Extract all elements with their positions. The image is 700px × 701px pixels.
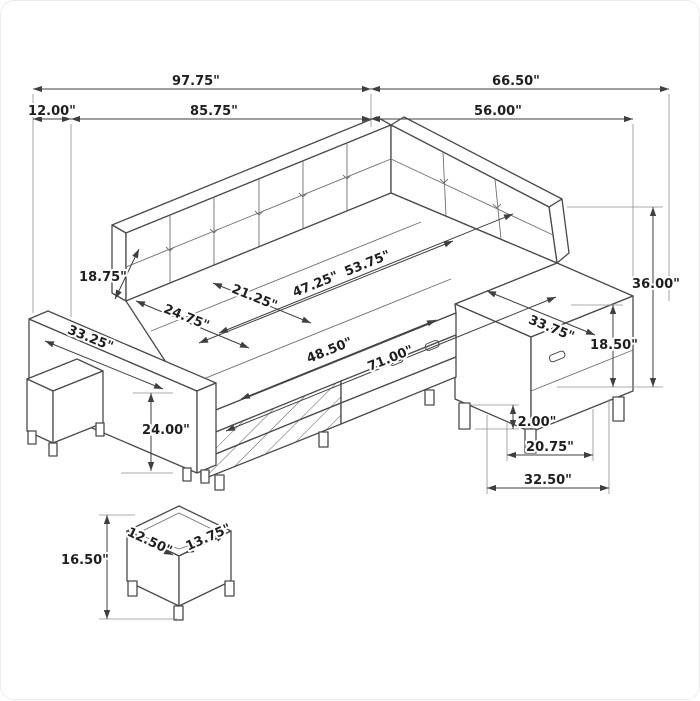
leg bbox=[127, 580, 138, 597]
dim-line-arm-panel-length bbox=[44, 340, 164, 390]
leg bbox=[318, 431, 329, 448]
dim-label-leg-height: 2.00" bbox=[518, 415, 557, 430]
dim-label-arm-height: 24.00" bbox=[142, 423, 190, 438]
dim-label-overall-depth: 66.50" bbox=[492, 74, 540, 89]
ottoman-bottom bbox=[126, 505, 235, 621]
leg bbox=[182, 467, 192, 482]
dim-label-drawer-width: 20.75" bbox=[526, 440, 574, 455]
arm-front-cap bbox=[196, 382, 217, 474]
tuft-mark bbox=[165, 246, 175, 252]
dim-label-chaise-base-width: 32.50" bbox=[524, 473, 572, 488]
dim-line-ottoman-top-width bbox=[134, 536, 174, 556]
dim-label-seat-height: 18.50" bbox=[590, 338, 638, 353]
dimension-annotations: 97.75" 66.50" 12.00" 85.75" 56.00" 18.75… bbox=[26, 72, 682, 620]
tuft-mark bbox=[209, 228, 219, 234]
leg bbox=[424, 389, 435, 406]
dim-label-chaise-side-depth: 56.00" bbox=[474, 104, 522, 119]
leg bbox=[458, 402, 471, 430]
dim-line-chaise-cushion-width bbox=[486, 290, 596, 336]
ottoman-top-seam bbox=[135, 512, 223, 550]
dim-label-overall-width: 97.75" bbox=[172, 74, 220, 89]
tuft-mark bbox=[298, 192, 308, 198]
leg bbox=[27, 430, 37, 445]
tuft-mark bbox=[439, 178, 449, 184]
leg bbox=[612, 396, 625, 422]
dim-line-ottoman-top-depth bbox=[184, 534, 226, 554]
leg bbox=[48, 442, 58, 457]
dim-label-interior-width: 85.75" bbox=[190, 104, 238, 119]
leg bbox=[200, 469, 210, 484]
tuft-mark bbox=[492, 203, 502, 209]
sofa-illustration bbox=[26, 116, 634, 621]
tuft-mark bbox=[342, 174, 352, 180]
dim-label-ottoman-height: 16.50" bbox=[61, 553, 109, 568]
tuft-seam bbox=[442, 151, 447, 217]
dim-line-back-cushion-height bbox=[114, 248, 140, 300]
leg bbox=[173, 605, 184, 621]
leg bbox=[95, 422, 105, 437]
dim-label-back-cushion-height: 18.75" bbox=[79, 270, 127, 285]
leg bbox=[214, 474, 225, 491]
dim-label-arm-width: 12.00" bbox=[28, 104, 76, 119]
dim-label-overall-height: 36.00" bbox=[632, 277, 680, 292]
tuft-seam bbox=[390, 158, 554, 236]
leg bbox=[224, 580, 235, 597]
